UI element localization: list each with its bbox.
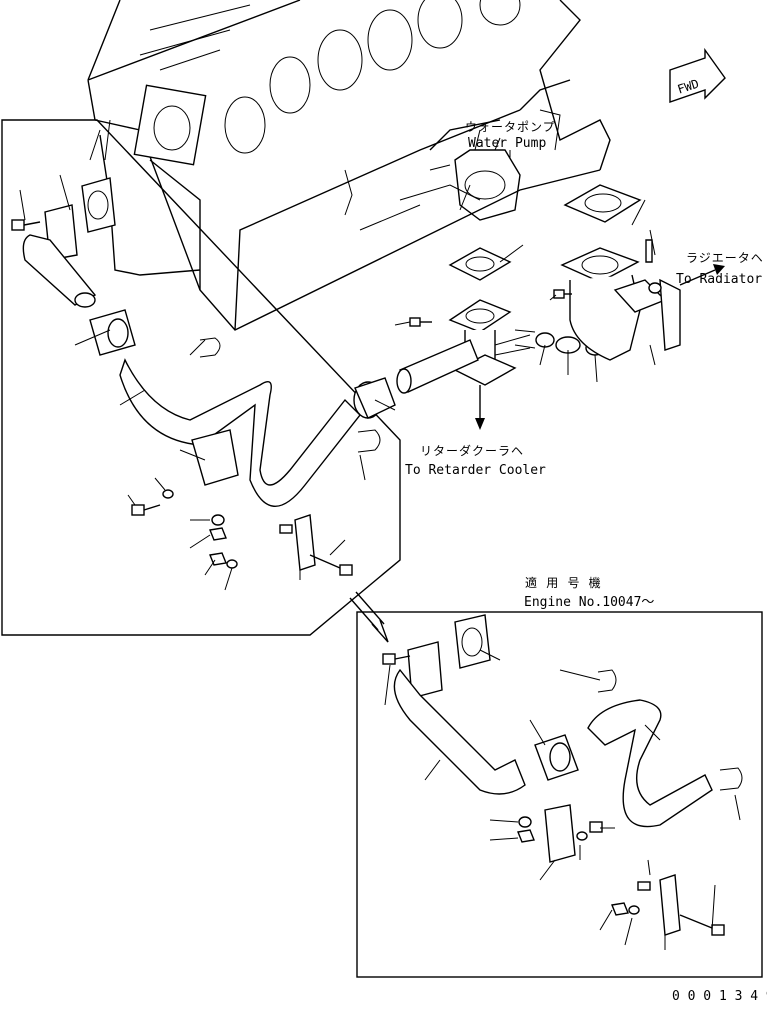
retarder-label-jp: リターダクーラヘ [420, 443, 524, 458]
tee-housing [396, 299, 531, 394]
fwd-label: FWD [676, 77, 701, 97]
left-coupling [89, 309, 136, 356]
radiator-arrow [679, 264, 725, 286]
left-u-bolt [199, 337, 221, 358]
detail-frame-inset [356, 611, 763, 978]
bolt-radiator-elbow [553, 289, 572, 299]
left-flange-pipe [22, 204, 97, 308]
inset-gasket [454, 614, 491, 669]
inset-main-pipe [587, 699, 713, 828]
leader-lines [19, 119, 741, 950]
retarder-arrow [475, 385, 485, 430]
fwd-badge: FWD [669, 47, 726, 103]
gasket-middle [448, 247, 512, 281]
inset-coupling [534, 734, 579, 781]
radiator-elbow [560, 239, 681, 361]
radiator-label-jp: ラジエータヘ [686, 251, 764, 265]
serial-label-en: Engine No.10047～ [524, 595, 654, 610]
drawing-number: 0 0 0 1 3 4 9 8 [672, 989, 767, 1004]
serial-label-jp: 適 用 号 機 [525, 575, 602, 590]
inset-bolt [382, 653, 411, 665]
right-u-bolt [357, 429, 381, 453]
water-pump-label-en: Water Pump [468, 136, 546, 151]
inset-bracket [544, 804, 576, 863]
water-pump-label-jp: ウォータポンプ [465, 120, 556, 134]
left-clip [279, 514, 353, 576]
water-pump [429, 129, 521, 221]
left-hardware [131, 489, 238, 569]
inset-u-bolt-top [597, 669, 617, 693]
gasket-upper-right [563, 184, 642, 223]
center-coupling [353, 377, 396, 419]
detail-frame-main [1, 119, 401, 636]
radiator-label-en: To Radiator [676, 272, 762, 287]
inset-clip [659, 874, 725, 936]
left-bolt [11, 219, 41, 231]
inset-flange-pipe [393, 641, 526, 795]
left-bracket [191, 429, 239, 486]
inset-hardware [517, 816, 651, 916]
retarder-label-en: To Retarder Cooler [405, 463, 546, 478]
left-main-pipe [119, 358, 361, 507]
inset-u-bolt-right [719, 767, 743, 791]
left-flange-gasket [81, 177, 116, 233]
bolt-tee [409, 317, 432, 327]
engine-block [87, 0, 611, 331]
inset-arrow [349, 591, 389, 643]
